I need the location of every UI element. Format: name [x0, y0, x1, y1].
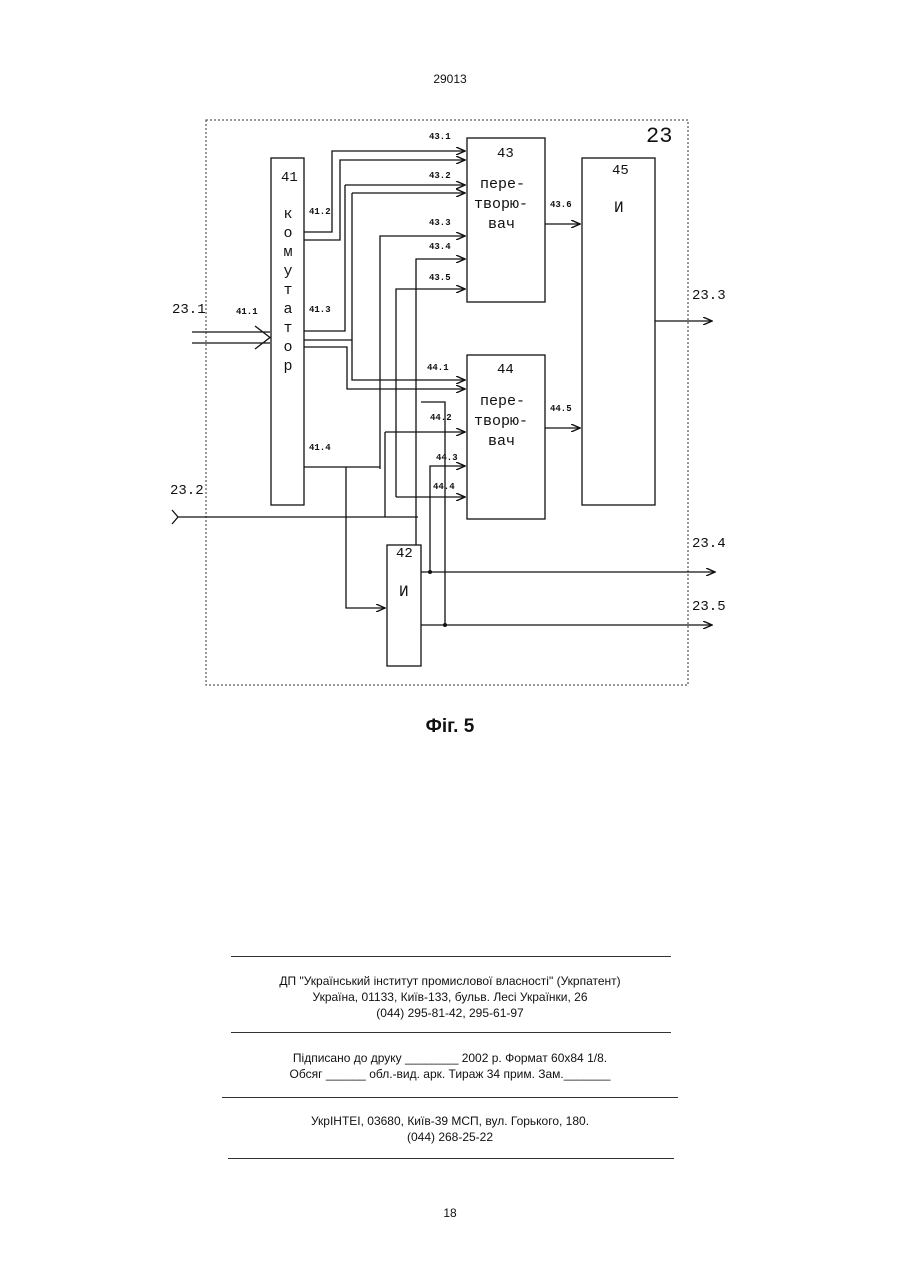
- wire-23-2: [172, 510, 418, 524]
- block-42-text: И: [399, 583, 409, 601]
- divider-1: [231, 956, 671, 957]
- divider-4: [228, 1158, 674, 1159]
- label-41-3: 41.3: [309, 305, 331, 315]
- label-41-4: 41.4: [309, 443, 331, 453]
- label-41-1: 41.1: [236, 307, 258, 317]
- label-43-1: 43.1: [429, 132, 451, 142]
- page-number: 18: [400, 1206, 500, 1220]
- wire-23-1: [192, 326, 270, 349]
- block-diagram: 23 41 43 44 45 42 И И пере- творю- вач п…: [0, 0, 901, 760]
- junction-23-4: [428, 570, 432, 574]
- block-43-text-3: вач: [488, 216, 515, 233]
- divider-3: [222, 1097, 678, 1098]
- block-41-vertical-text: комутатор: [283, 206, 292, 375]
- wire-41-4-down: [346, 467, 385, 608]
- printer-info: УкрІНТЕІ, 03680, Київ-39 МСП, вул. Горьк…: [200, 1113, 700, 1145]
- label-44-4: 44.4: [433, 482, 455, 492]
- wire-43-3: [380, 236, 465, 469]
- label-44-1: 44.1: [427, 363, 449, 373]
- label-43-4: 43.4: [429, 242, 451, 252]
- block-42: [387, 545, 421, 666]
- label-43-2: 43.2: [429, 171, 451, 181]
- block-42-label: 42: [396, 546, 413, 562]
- junction-23-5: [443, 623, 447, 627]
- label-43-6: 43.6: [550, 200, 572, 210]
- printer-line-2: (044) 268-25-22: [200, 1129, 700, 1145]
- block-43-text-1: пере-: [480, 176, 525, 193]
- wire-43-4: [385, 432, 465, 517]
- publisher-line-2: Україна, 01133, Київ-133, бульв. Лесі Ук…: [200, 989, 700, 1005]
- print-info: Підписано до друку ________ 2002 р. Форм…: [200, 1050, 700, 1082]
- label-23-4: 23.4: [692, 536, 726, 552]
- label-43-3: 43.3: [429, 218, 451, 228]
- divider-2: [231, 1032, 671, 1033]
- label-23-2: 23.2: [170, 483, 204, 499]
- block-41-text: комутатор: [283, 206, 292, 375]
- label-44-5: 44.5: [550, 404, 572, 414]
- block-41-label: 41: [281, 170, 298, 186]
- label-43-5: 43.5: [429, 273, 451, 283]
- publisher-line-3: (044) 295-81-42, 295-61-97: [200, 1005, 700, 1021]
- block-44-text-2: творю-: [474, 413, 528, 430]
- publisher-line-1: ДП "Український інститут промислової вла…: [200, 973, 700, 989]
- label-44-2: 44.2: [430, 413, 452, 423]
- wire-23-5-up: [421, 402, 445, 625]
- wire-41-3-d: [352, 340, 465, 380]
- block-44-label: 44: [497, 362, 514, 378]
- label-23-1: 23.1: [172, 302, 206, 318]
- label-23-5: 23.5: [692, 599, 726, 615]
- print-line-2: Обсяг ______ обл.-вид. арк. Тираж 34 при…: [200, 1066, 700, 1082]
- block-45-label: 45: [612, 163, 629, 179]
- block-45-text: И: [614, 199, 624, 217]
- block-43-text-2: творю-: [474, 196, 528, 213]
- publisher-info: ДП "Український інститут промислової вла…: [200, 973, 700, 1021]
- block-44-text-3: вач: [488, 433, 515, 450]
- print-line-1: Підписано до друку ________ 2002 р. Форм…: [200, 1050, 700, 1066]
- label-44-3: 44.3: [436, 453, 458, 463]
- label-23-3: 23.3: [692, 288, 726, 304]
- block-23-label: 23: [646, 124, 672, 149]
- printer-line-1: УкрІНТЕІ, 03680, Київ-39 МСП, вул. Горьк…: [200, 1113, 700, 1129]
- label-41-2: 41.2: [309, 207, 331, 217]
- figure-caption: Фіг. 5: [350, 716, 550, 738]
- block-44-text-1: пере-: [480, 393, 525, 410]
- block-43-label: 43: [497, 146, 514, 162]
